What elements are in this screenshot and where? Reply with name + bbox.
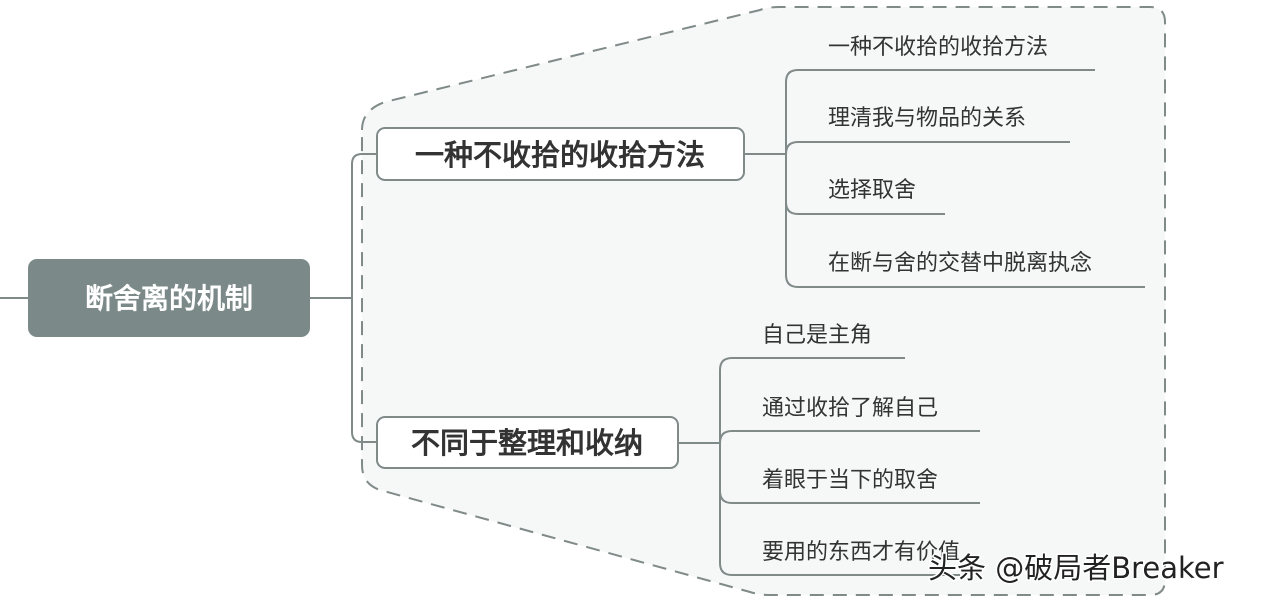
- leaf-item[interactable]: 自己是主角: [762, 323, 872, 348]
- branch-node-1[interactable]: 一种不收拾的收拾方法: [376, 127, 745, 181]
- leaf-item[interactable]: 一种不收拾的收拾方法: [828, 35, 1048, 60]
- branch-label: 一种不收拾的收拾方法: [415, 138, 705, 172]
- root-node[interactable]: 断舍离的机制: [28, 259, 310, 337]
- bracket: [719, 357, 960, 576]
- bracket: [351, 153, 377, 443]
- boundary-outline: [361, 6, 1166, 596]
- leaf-item[interactable]: 在断与舍的交替中脱离执念: [828, 251, 1092, 276]
- leaf-item[interactable]: 选择取舍: [828, 178, 916, 203]
- leaf-item[interactable]: 理清我与物品的关系: [828, 106, 1026, 131]
- leaf-item[interactable]: 着眼于当下的取舍: [762, 468, 938, 493]
- root-label: 断舍离的机制: [85, 282, 253, 315]
- bracket: [785, 69, 1145, 288]
- leaf-item[interactable]: 要用的东西才有价值: [762, 540, 960, 565]
- branch-label: 不同于整理和收纳: [411, 426, 643, 460]
- leaf-underline: [785, 201, 945, 215]
- leaf-underline: [785, 141, 1070, 155]
- leaf-underline: [719, 490, 980, 504]
- leaf-underline: [719, 430, 980, 444]
- branch-node-2[interactable]: 不同于整理和收纳: [376, 416, 679, 469]
- watermark: 头条 @破局者Breaker: [928, 551, 1224, 585]
- leaf-item[interactable]: 通过收拾了解自己: [762, 396, 938, 421]
